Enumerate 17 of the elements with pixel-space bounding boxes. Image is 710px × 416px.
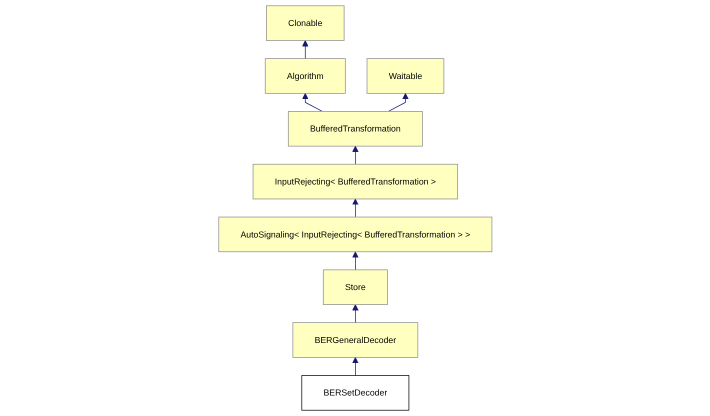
- arrow: [352, 304, 358, 324]
- node-box: Clonable: [266, 5, 344, 41]
- node-box: Algorithm: [264, 58, 346, 94]
- node-box: BERGeneralDecoder: [292, 322, 418, 358]
- arrow: [352, 146, 358, 165]
- node-box: Waitable: [366, 58, 444, 94]
- node-box: BERSetDecoder: [301, 375, 409, 411]
- arrow: [388, 93, 408, 112]
- node-box: Store: [322, 270, 388, 305]
- node-box: BufferedTransformation: [288, 111, 422, 146]
- arrow: [352, 357, 358, 376]
- arrow: [352, 198, 358, 218]
- arrow: [302, 93, 322, 112]
- arrow: [352, 251, 358, 270]
- arrow: [302, 40, 308, 59]
- node-box: AutoSignaling< InputRejecting< BufferedTransformation > >: [218, 216, 492, 252]
- node-box: InputRejecting< BufferedTransformation >: [252, 164, 458, 200]
